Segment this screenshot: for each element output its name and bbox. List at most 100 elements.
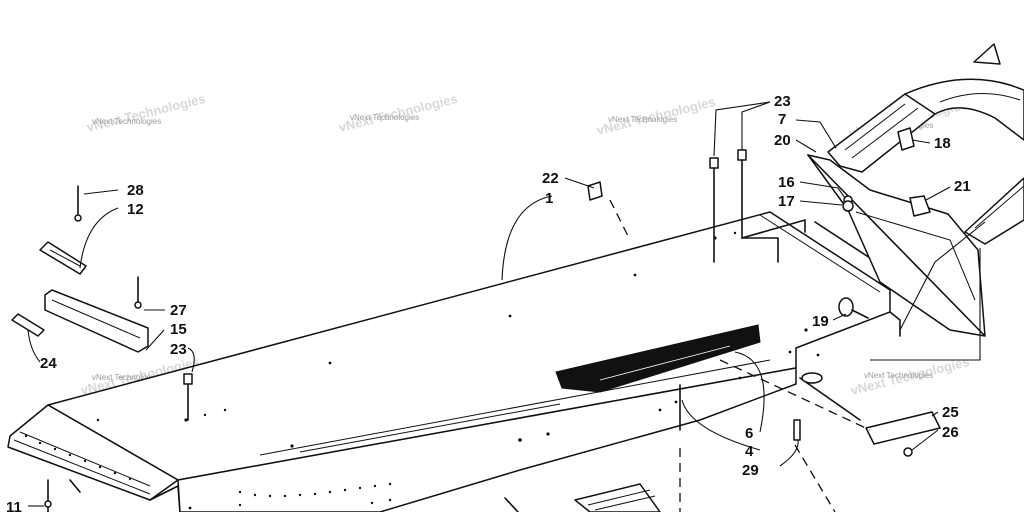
- callout-7: 7: [778, 111, 786, 128]
- leader-lines: [27, 101, 986, 507]
- callout-23-top: 23: [774, 93, 791, 110]
- leader-25: [931, 411, 939, 417]
- centerline-29: [794, 444, 836, 512]
- leader-24: [27, 329, 41, 363]
- tunnel-decal-strip: [555, 324, 761, 393]
- leader-flap: [899, 221, 986, 331]
- callout-16: 16: [778, 174, 795, 191]
- centerline-reflector: [719, 359, 871, 431]
- snow-flap-contour: [855, 211, 976, 301]
- callout-22: 22: [542, 170, 559, 187]
- bracket-18: [897, 127, 915, 151]
- bushing-23-top-a: [709, 157, 719, 169]
- tunnel-rear-corner: [889, 311, 901, 337]
- leader-29: [779, 439, 799, 467]
- bushing-23-top-b-pin: [741, 159, 779, 263]
- watermark: vNext Technologies: [864, 371, 933, 380]
- leader-23-top-a: [713, 101, 771, 157]
- bumper-left-arm-grip: [844, 103, 919, 159]
- leader-21: [925, 186, 951, 201]
- bumper-top-loop-inner: [939, 93, 1021, 103]
- tunnel-assembly: [7, 211, 901, 512]
- screw-11-head: [44, 500, 52, 508]
- rod-end: [801, 372, 823, 384]
- tunnel-front-flap: [7, 404, 179, 501]
- leader-12: [79, 207, 119, 269]
- callout-1: 1: [545, 190, 553, 207]
- leader-bumper-frame: [870, 248, 981, 361]
- nut-17: [842, 200, 854, 212]
- callout-labels: 1 4 6 7 11 12 15 16 17 18 19 20 21 22 23…: [6, 93, 971, 512]
- leader-19: [832, 313, 847, 321]
- bumper-right-arm-grip: [974, 185, 1024, 229]
- side-wall-rib-2: [299, 403, 561, 453]
- bushing-23-routing: [741, 219, 806, 239]
- leader-20: [795, 139, 817, 153]
- leader-22: [564, 177, 595, 189]
- callout-23-left: 23: [170, 341, 187, 358]
- leader-18: [911, 139, 931, 144]
- reflector-assembly: [865, 411, 941, 457]
- side-wall-rib: [259, 359, 771, 456]
- leader-15: [145, 329, 165, 351]
- leader-23-left: [187, 347, 195, 373]
- callout-24: 24: [40, 355, 57, 372]
- pin-19-head: [838, 297, 854, 317]
- clip-21: [909, 195, 931, 217]
- watermark: vNext Technologies: [92, 373, 161, 382]
- watermark: vNext Technologies: [92, 117, 161, 126]
- callout-21: 21: [954, 178, 971, 195]
- callout-4: 4: [745, 443, 754, 460]
- strap-12: [39, 241, 87, 275]
- left-bracket-parts: [11, 185, 193, 512]
- callout-20: 20: [774, 132, 791, 149]
- leader-16: [799, 181, 846, 199]
- callout-28: 28: [127, 182, 144, 199]
- callout-26: 26: [942, 424, 959, 441]
- running-board-tread: [587, 489, 656, 511]
- leader-23-top-b: [741, 101, 771, 150]
- centerline-22: [609, 199, 631, 241]
- bumper-badge: [973, 43, 1001, 65]
- callout-17: 17: [778, 193, 795, 210]
- snow-flap-lower-edge: [807, 154, 985, 336]
- flap-bend-lines: [13, 431, 151, 495]
- channel-15-edge: [51, 299, 141, 339]
- leader-17: [799, 200, 843, 206]
- watermark: vNext Technologies: [608, 115, 677, 124]
- front-bracket-line: [69, 479, 81, 493]
- decal-strip-highlight: [599, 345, 731, 381]
- bushing-23: [183, 373, 193, 385]
- reflector-25: [865, 411, 941, 445]
- callout-19: 19: [812, 313, 829, 330]
- leader-6: [734, 351, 765, 433]
- cap-22: [587, 181, 603, 201]
- bumper-left-arm: [827, 93, 936, 173]
- bushing-23-top-b: [737, 149, 747, 161]
- axle-and-centerlines: [609, 199, 871, 512]
- callout-6: 6: [745, 425, 753, 442]
- leader-26: [911, 429, 939, 451]
- strap-12-slot: [49, 249, 81, 267]
- bolt-27-head: [134, 301, 142, 309]
- bolt-29: [793, 419, 801, 441]
- pad-24: [11, 313, 45, 337]
- callout-12: 12: [127, 201, 144, 218]
- watermark-ghost: vNext Technologies: [85, 91, 207, 135]
- callout-15: 15: [170, 321, 187, 338]
- decal-strip: [555, 324, 761, 393]
- top-hardware: [587, 149, 806, 441]
- leader-7: [795, 119, 837, 149]
- leader-4: [681, 399, 761, 451]
- rod-shaft: [799, 377, 861, 421]
- tunnel-holes: [24, 231, 820, 510]
- rear-bumper-assembly: [807, 43, 1024, 337]
- channel-15: [44, 289, 149, 353]
- callout-25: 25: [942, 404, 959, 421]
- bolt-28-head: [74, 214, 82, 222]
- lower-edge-line: [504, 497, 519, 512]
- tunnel-rear-slot: [814, 221, 871, 259]
- callout-18: 18: [934, 135, 951, 152]
